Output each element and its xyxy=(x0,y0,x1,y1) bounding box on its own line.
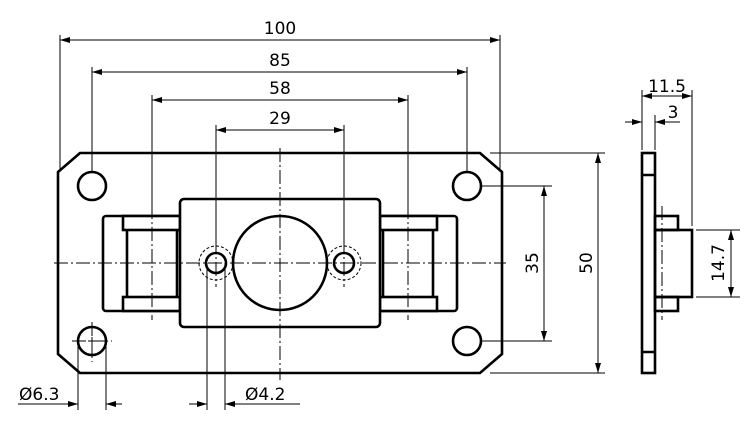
dimension-11-5: 11.5 xyxy=(642,77,692,99)
side-flange-top xyxy=(653,214,680,232)
side-boss xyxy=(653,228,694,299)
dimension-85: 85 xyxy=(92,51,467,75)
hole-centerline-marks xyxy=(72,322,112,362)
extension-lines xyxy=(59,35,605,410)
dimension-label: Ø4.2 xyxy=(245,385,285,405)
mount-hole-top-left xyxy=(76,170,108,202)
side-extension-lines xyxy=(641,90,740,298)
dimension-label: 58 xyxy=(269,79,291,99)
dimension-3: 3 xyxy=(625,103,680,125)
dimension-label: 3 xyxy=(668,103,679,123)
dimension-label: 35 xyxy=(523,252,543,274)
dimension-label: 14.7 xyxy=(709,244,729,282)
dimension-diameter-4-2: Ø4.2 xyxy=(189,385,300,407)
mount-hole-bottom-right xyxy=(451,325,483,357)
mount-hole-top-right xyxy=(451,170,483,202)
dimension-14-7: 14.7 xyxy=(709,230,734,297)
dimension-label: 50 xyxy=(577,252,597,274)
side-view xyxy=(640,151,694,375)
roller-centerlines xyxy=(151,205,409,320)
dimension-50: 50 xyxy=(577,153,601,373)
side-flange-bottom xyxy=(653,295,680,313)
front-view xyxy=(54,148,506,380)
dimension-label: 85 xyxy=(269,51,291,71)
dimension-diameter-6-3: Ø6.3 xyxy=(18,385,122,407)
side-plate xyxy=(640,151,657,375)
dimension-label: Ø6.3 xyxy=(19,385,59,405)
dimension-35: 35 xyxy=(523,186,547,341)
base-plate-outline xyxy=(56,151,504,375)
dimension-label: 29 xyxy=(269,109,291,129)
dimension-58: 58 xyxy=(152,79,408,103)
dimension-29: 29 xyxy=(216,109,344,133)
dimension-label: 11.5 xyxy=(648,77,686,97)
dimension-100: 100 xyxy=(60,19,500,43)
dimension-label: 100 xyxy=(264,19,296,39)
